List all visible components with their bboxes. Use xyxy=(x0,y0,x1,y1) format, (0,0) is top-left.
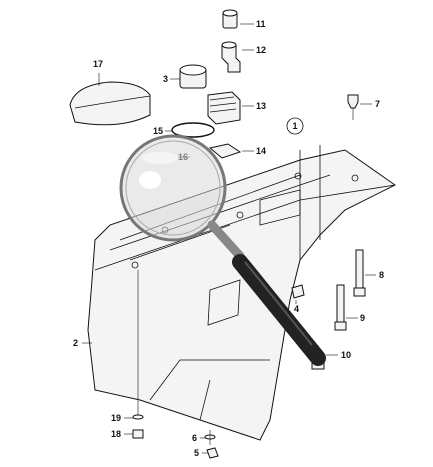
callout-15: 15 xyxy=(153,126,163,136)
block-part xyxy=(207,91,241,125)
callout-9: 9 xyxy=(360,313,365,323)
magnifying-glass-icon[interactable] xyxy=(119,134,326,366)
callout-12: 12 xyxy=(256,45,266,55)
leader-lines xyxy=(82,23,376,454)
callout-4: 4 xyxy=(294,304,299,314)
screw-part-7 xyxy=(347,94,359,120)
callout-17: 17 xyxy=(93,59,103,69)
bolt-part-9 xyxy=(334,284,347,331)
svg-text:1: 1 xyxy=(292,121,297,131)
callout-18: 18 xyxy=(111,429,121,439)
hose-part xyxy=(221,41,241,73)
callout-5: 5 xyxy=(194,448,199,458)
reference-mark: 1 xyxy=(286,117,304,135)
callout-2: 2 xyxy=(73,338,78,348)
bolt-part-8 xyxy=(353,249,366,297)
plate-part xyxy=(208,143,242,159)
o-ring-part xyxy=(171,122,215,138)
callout-8: 8 xyxy=(379,270,384,280)
callout-7: 7 xyxy=(375,99,380,109)
bearing-part xyxy=(179,64,207,89)
callout-3: 3 xyxy=(163,74,168,84)
cover-part xyxy=(69,81,151,126)
callout-10: 10 xyxy=(341,350,351,360)
callout-13: 13 xyxy=(256,101,266,111)
callout-labels: 11 12 3 13 14 15 16 17 7 8 9 10 4 2 19 1… xyxy=(73,19,384,458)
fastener-parts xyxy=(132,270,219,459)
callout-19: 19 xyxy=(111,413,121,423)
callout-14: 14 xyxy=(256,146,266,156)
insert-part-4 xyxy=(291,284,305,299)
callout-6: 6 xyxy=(192,433,197,443)
plug-part xyxy=(222,9,238,29)
callout-11: 11 xyxy=(256,19,266,29)
